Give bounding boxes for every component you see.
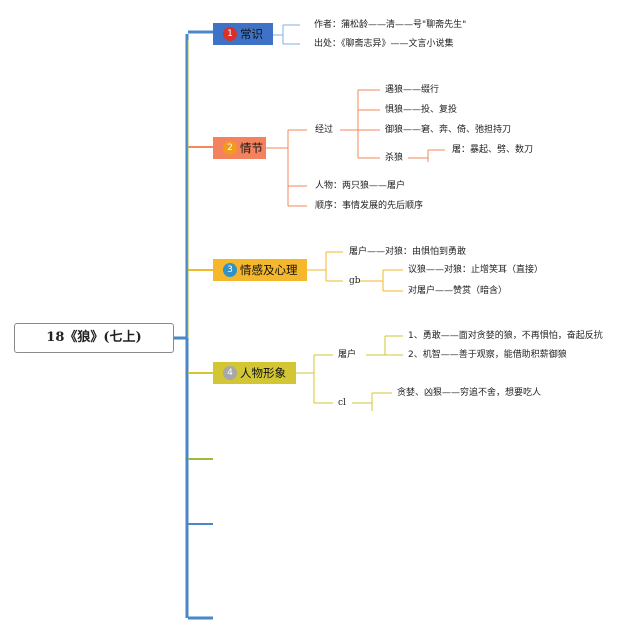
leaf-yilang[interactable]: 议狼——对狼：止增笑耳（直接） (408, 265, 544, 275)
leaf-yulang[interactable]: 遇狼——缀行 (385, 85, 440, 95)
branch-label: 情感及心理 (240, 263, 298, 277)
leaf-cl[interactable]: cl (338, 398, 346, 408)
branch-label: 常识 (240, 27, 263, 41)
leaf-tuhu-xinli[interactable]: 屠户——对狼：由惧怕到勇敢 (349, 247, 467, 257)
leaf-source[interactable]: 出处：《聊斋志异》——文言小说集 (314, 39, 454, 49)
leaf-tanlan[interactable]: 贪婪、凶狠——穷追不舍，想要吃人 (397, 388, 542, 398)
leaf-gb[interactable]: gb (349, 276, 361, 286)
leaf-author[interactable]: 作者：蒲松龄——清——号"聊斋先生" (314, 20, 467, 30)
branch2-lines (266, 89, 445, 207)
number-2-icon: 2 (223, 141, 237, 155)
number-3-icon: 3 (223, 263, 237, 277)
leaf-yonggan[interactable]: 1、勇敢——面对贪婪的狼，不再惧怕，奋起反抗 (408, 331, 603, 341)
leaf-jingguo[interactable]: 经过 (315, 125, 334, 135)
leaf-jizhi[interactable]: 2、机智——善于观察，能借助积薪御狼 (408, 350, 567, 360)
branch-renwuxingxiang[interactable]: 4 人物形象 (213, 362, 296, 384)
leaf-tu[interactable]: 屠：暴起、劈、数刀 (452, 145, 534, 155)
branch-qingjie[interactable]: 2 情节 (213, 137, 266, 159)
branch-label: 情节 (240, 141, 263, 155)
number-1-icon: 1 (223, 27, 237, 41)
leaf-yulang2[interactable]: 御狼——窘、奔、倚、弛担持刀 (385, 125, 512, 135)
leaf-tuhu-xingxiang[interactable]: 屠户 (338, 350, 357, 360)
branch3-lines (307, 251, 403, 292)
leaf-shalang[interactable]: 杀狼 (385, 153, 404, 163)
root-node[interactable]: 18《狼》(七上) (14, 323, 174, 353)
leaf-julang[interactable]: 惧狼——投、复投 (385, 105, 458, 115)
leaf-renwu[interactable]: 人物：两只狼——屠户 (315, 181, 406, 191)
branch4-lines (296, 335, 403, 411)
branch-label: 人物形象 (240, 366, 286, 380)
number-4-icon: 4 (223, 366, 237, 380)
leaf-shunxu[interactable]: 顺序：事情发展的先后顺序 (315, 201, 424, 211)
branch-changshi[interactable]: 1 常识 (213, 23, 273, 45)
branch1-lines (273, 24, 300, 45)
leaf-duituhu[interactable]: 对屠户——赞赏（暗含） (408, 286, 508, 296)
branch-qinggan[interactable]: 3 情感及心理 (213, 259, 307, 281)
